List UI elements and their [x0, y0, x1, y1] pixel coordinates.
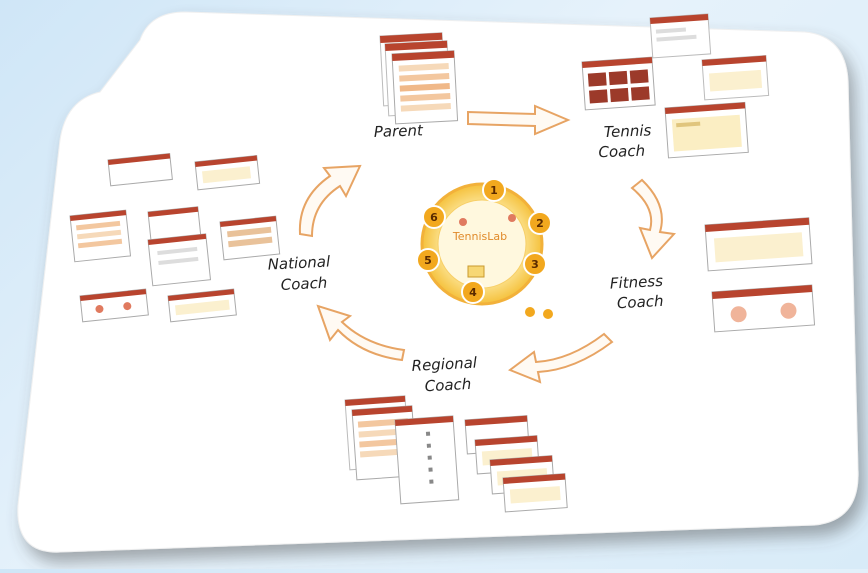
- step-label: 4: [469, 286, 477, 299]
- arrow-parent-to-tennis: [467, 104, 571, 136]
- screen-thumbnail: [79, 288, 149, 323]
- tennis-coach-screens: [581, 13, 770, 159]
- step-circle: [461, 280, 485, 304]
- step-label: 6: [430, 211, 438, 224]
- arrow-national-to-parent: [298, 164, 362, 238]
- screen-thumbnail: [581, 56, 656, 111]
- screen-thumbnail: [704, 217, 813, 272]
- screen-thumbnail: [219, 215, 281, 261]
- screen-thumbnail: [147, 233, 212, 287]
- role-label-regional: Coach: [424, 375, 471, 395]
- screen-thumbnail: [394, 415, 460, 505]
- role-label-fitness: Coach: [616, 292, 663, 312]
- role-label-parent: Parent: [374, 121, 425, 141]
- step-circle: [482, 178, 506, 202]
- arrow-regional-to-national: [316, 304, 406, 362]
- role-label-tennis: Tennis: [603, 121, 651, 141]
- person-icon: [459, 218, 467, 226]
- role-label-national: National: [267, 252, 331, 273]
- arrow-fitness-to-regional: [507, 332, 614, 384]
- step-label: 1: [490, 184, 498, 197]
- arrow-tennis-to-fitness: [630, 178, 677, 260]
- screen-thumbnail: [167, 288, 237, 323]
- step-circle: [523, 252, 547, 276]
- parent-screens: [379, 32, 459, 125]
- screen-thumbnail: [107, 152, 173, 187]
- role-label-national: Coach: [280, 274, 327, 294]
- step-label: 2: [536, 217, 544, 230]
- screen-thumbnail: [701, 55, 770, 101]
- screen-thumbnail: [69, 209, 132, 263]
- step-circle: [416, 248, 440, 272]
- step-circle: [422, 205, 446, 229]
- person-icon: [508, 214, 516, 222]
- role-label-regional: Regional: [411, 353, 478, 374]
- screen-thumbnail: [194, 154, 261, 191]
- screen-thumbnail: [664, 101, 749, 159]
- national-coach-screens: [69, 152, 281, 323]
- screen-thumbnail: [711, 284, 816, 333]
- person-icon: [543, 309, 553, 319]
- screen-thumbnail: [391, 50, 459, 125]
- hub-cluster: 1 2 3 4 5 6 TennisLab: [416, 178, 553, 319]
- role-label-tennis: Coach: [598, 142, 645, 162]
- person-icon: [525, 307, 535, 317]
- screen-icon: [467, 265, 485, 278]
- screen-thumbnail: [502, 473, 568, 513]
- step-circle: [528, 211, 552, 235]
- fitness-coach-screens: [704, 217, 816, 333]
- screen-thumbnail: [649, 13, 712, 59]
- step-label: 3: [531, 258, 539, 271]
- hub-label: TennisLab: [452, 230, 507, 243]
- step-label: 5: [424, 254, 432, 267]
- regional-coach-screens: [344, 395, 568, 513]
- role-label-fitness: Fitness: [609, 272, 663, 293]
- flow-arrows: [298, 104, 677, 384]
